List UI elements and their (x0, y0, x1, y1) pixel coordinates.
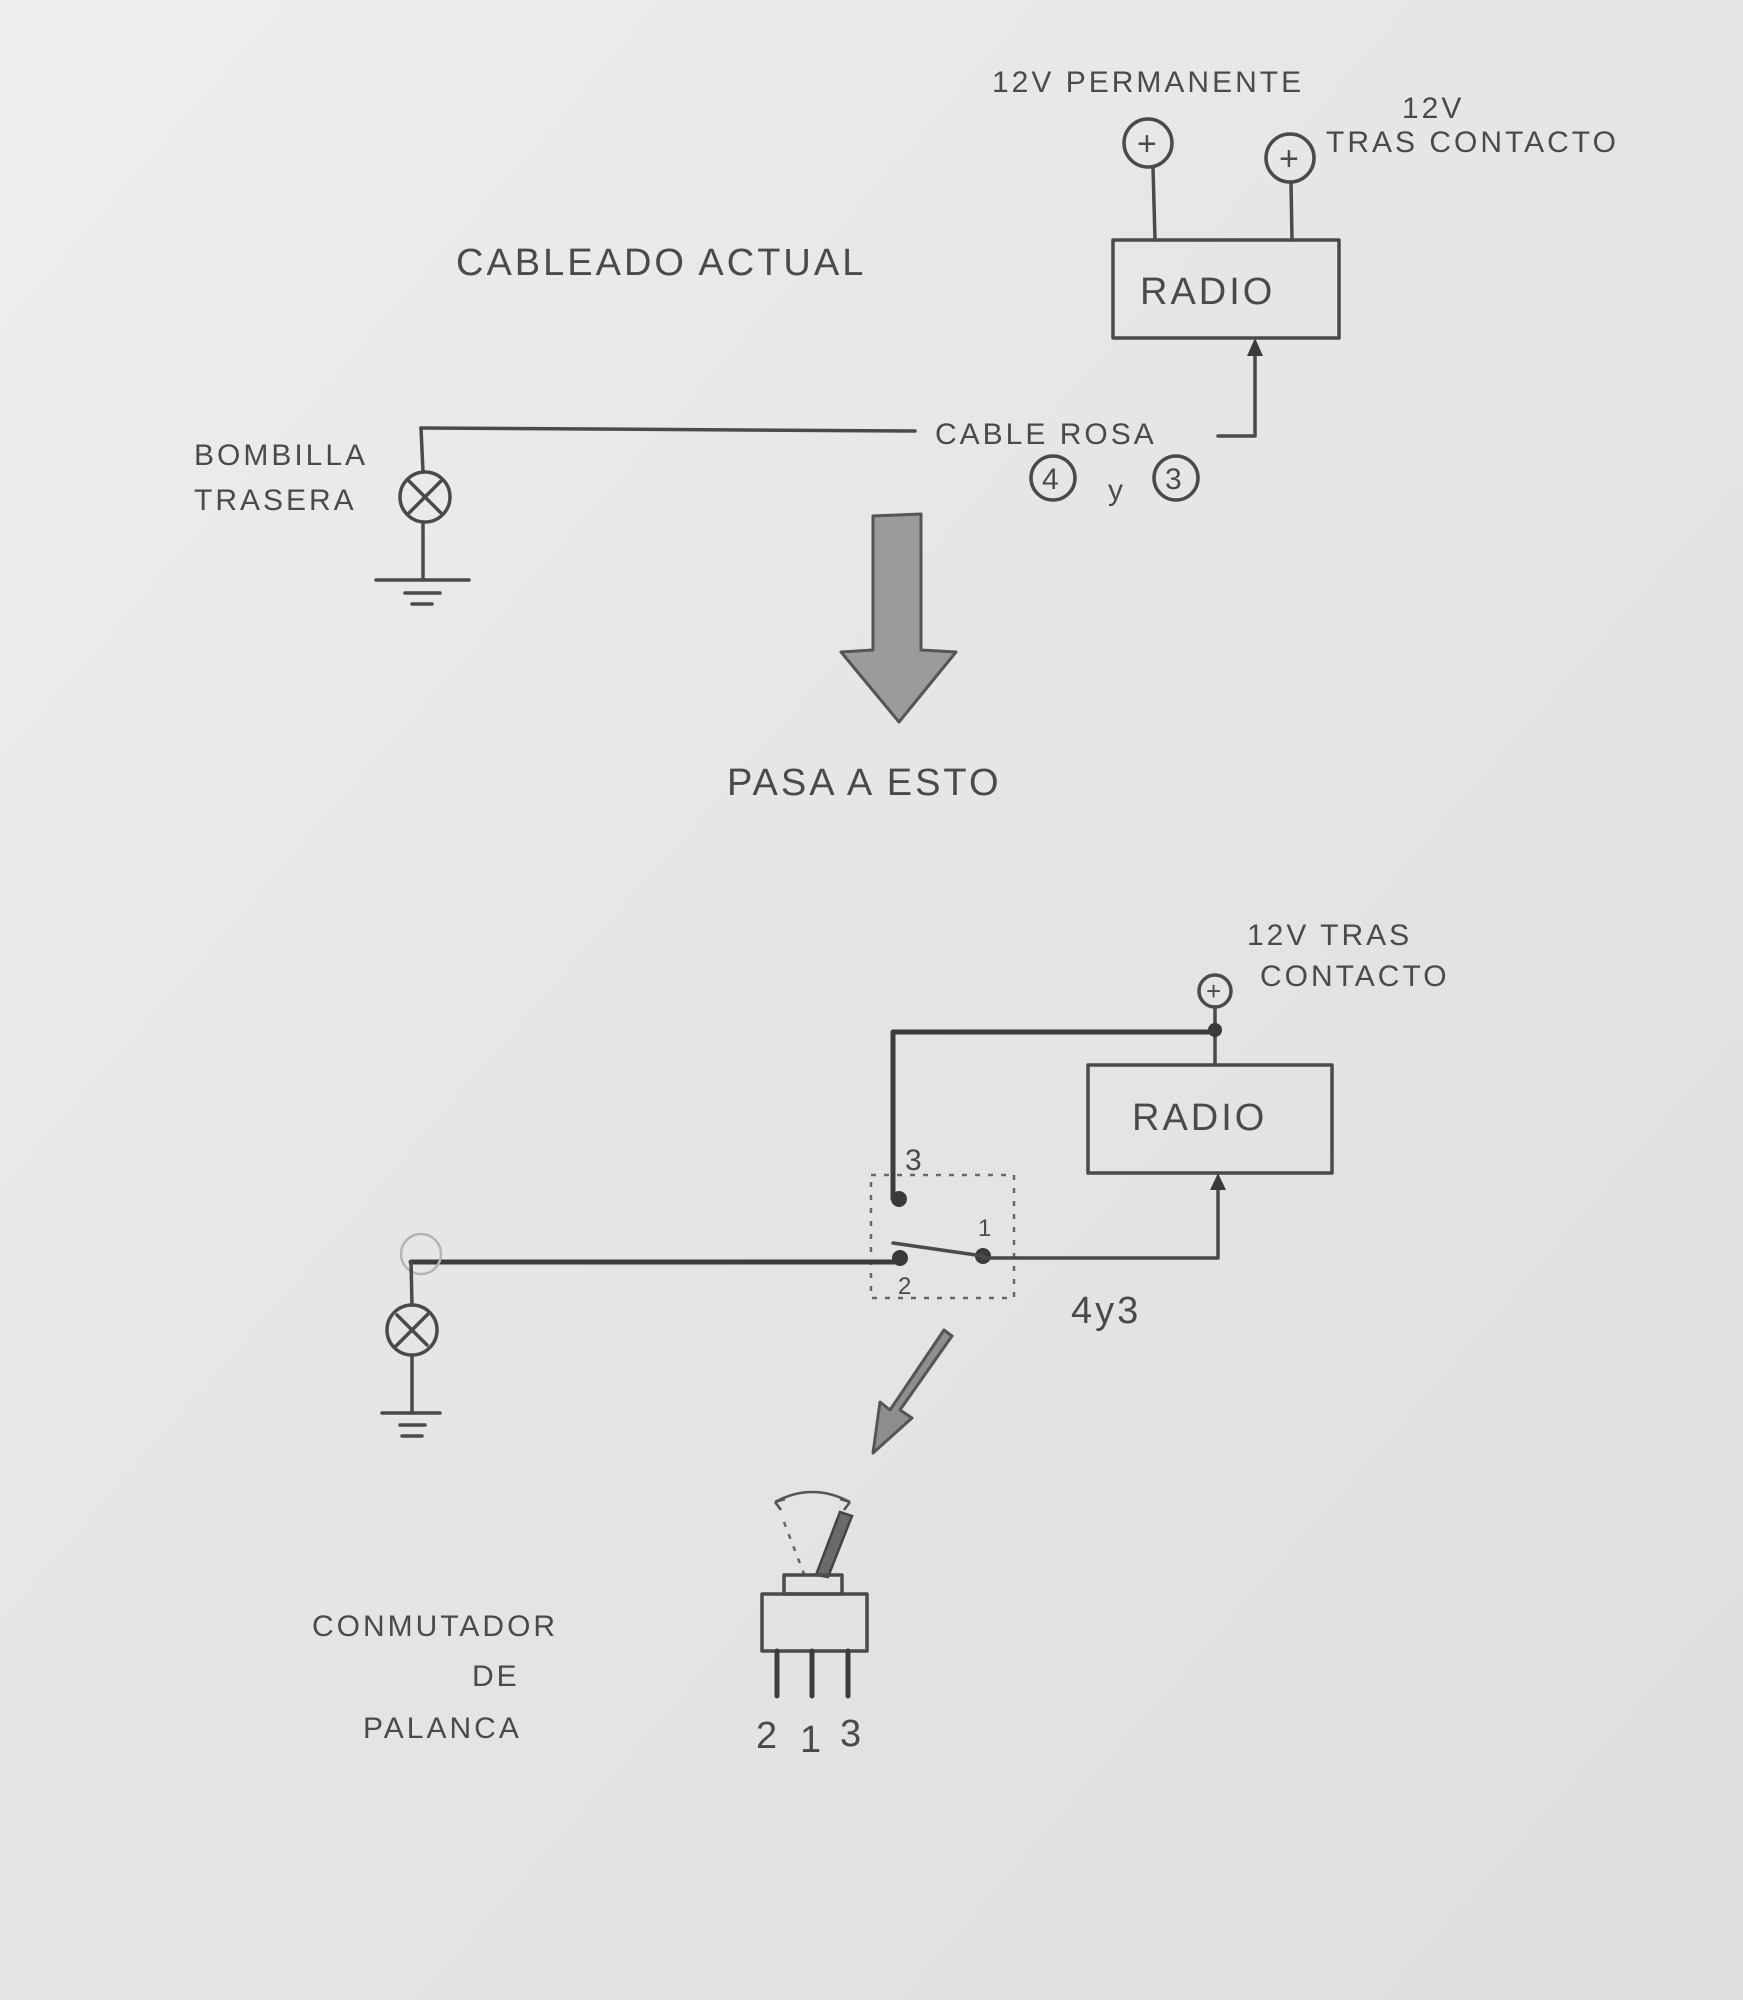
terminal-3-dot (891, 1191, 907, 1207)
ignition-switched-label: TRAS CONTACTO (1326, 126, 1619, 159)
radio-box (1111, 238, 1341, 340)
toggle-pin-label: 2 (756, 1715, 780, 1757)
bulb-label-line2: TRASERA (194, 484, 357, 517)
pink-cable-label: CABLE ROSA (935, 418, 1157, 451)
pin-conjunction: y (1108, 474, 1126, 507)
lamp-icon (385, 1260, 439, 1415)
radio-label: RADIO (1132, 1097, 1267, 1139)
arrow-head-icon (1210, 1173, 1226, 1190)
ground-icon (374, 578, 471, 606)
toggle-switch-drawing: 2 1 3 (756, 1490, 869, 1761)
swing-arrow-icon (774, 1490, 851, 1511)
ignition-label-line1: 12V TRAS (1247, 919, 1412, 952)
arrow-head-icon (1247, 338, 1263, 356)
terminal-1-label: 1 (978, 1215, 994, 1242)
transition-label: PASA A ESTO (727, 762, 1002, 804)
plus-terminal-icon: + (1122, 117, 1174, 169)
toggle-switch-label-line1: CONMUTADOR (312, 1610, 558, 1643)
ground-icon (380, 1411, 442, 1438)
radio-label: RADIO (1140, 271, 1275, 313)
bulb-label-line1: BOMBILLA (194, 439, 368, 472)
permanent-12v-label: 12V PERMANENTE (992, 66, 1304, 99)
erased-terminal-icon (399, 1232, 443, 1276)
svg-text:+: + (1206, 976, 1224, 1006)
switch-lever (891, 1241, 985, 1258)
current-wiring-diagram: CABLEADO ACTUAL 12V PERMANENTE 12V TRAS … (194, 66, 1619, 606)
lamp-icon (398, 426, 452, 582)
svg-text:+: + (1137, 125, 1160, 163)
terminal-3-label: 3 (905, 1144, 925, 1177)
svg-text:+: + (1279, 140, 1302, 178)
toggle-pin-label: 3 (840, 1713, 864, 1755)
switch-outline (869, 1173, 1016, 1300)
ignition-12v-label: 12V (1402, 92, 1464, 125)
pin-3-label: 3 (1165, 463, 1185, 496)
ignition-label-line2: CONTACTO (1260, 960, 1450, 993)
pins-label: 4y3 (1071, 1290, 1141, 1332)
toggle-pin-label: 1 (800, 1719, 824, 1761)
radio-box (1086, 1063, 1334, 1175)
toggle-switch-label-line2: DE (472, 1660, 520, 1693)
pink-cable-wire (419, 346, 1257, 438)
toggle-switch-label-line3: PALANCA (363, 1712, 522, 1745)
current-wiring-title: CABLEADO ACTUAL (456, 242, 866, 284)
pin-4-label: 4 (1042, 463, 1062, 496)
down-arrow-icon (839, 512, 958, 724)
terminal-2-label: 2 (898, 1273, 914, 1300)
diagonal-arrow-icon (871, 1328, 954, 1455)
new-wiring-diagram: 12V TRAS CONTACTO + RADIO 3 1 2 4y3 (380, 919, 1450, 1438)
